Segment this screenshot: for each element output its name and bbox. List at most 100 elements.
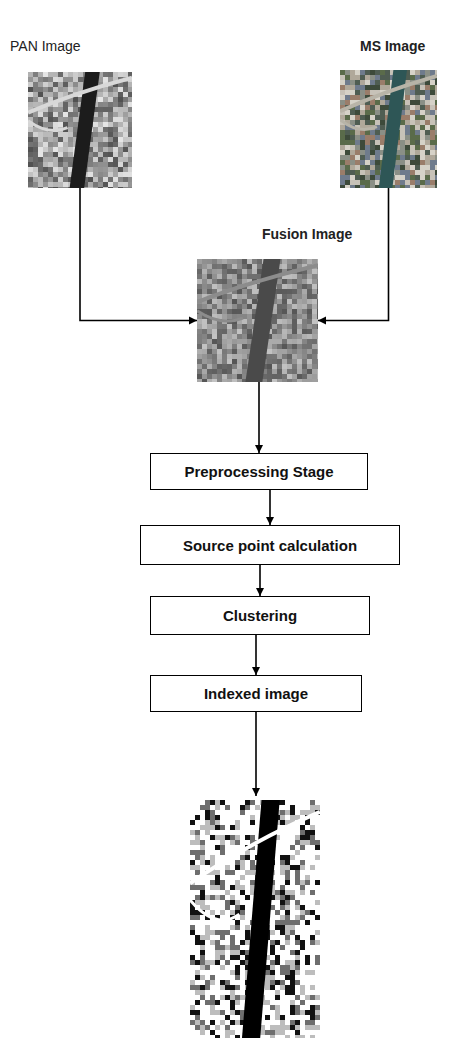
pixel-block bbox=[295, 940, 300, 945]
pixel-block bbox=[300, 915, 305, 920]
pixel-block bbox=[290, 880, 295, 885]
pixel-block bbox=[340, 90, 345, 95]
pixel-block bbox=[220, 835, 225, 840]
pixel-block bbox=[410, 105, 415, 110]
pixel-block bbox=[220, 880, 225, 885]
pixel-block bbox=[340, 85, 345, 90]
pixel-block bbox=[310, 865, 315, 870]
pixel-block bbox=[290, 1000, 295, 1005]
pixel-block bbox=[405, 100, 410, 105]
pixel-block bbox=[63, 87, 68, 92]
pixel-block bbox=[315, 865, 320, 870]
pixel-block bbox=[285, 935, 290, 940]
pixel-block bbox=[275, 1030, 280, 1035]
pixel-block bbox=[28, 132, 33, 137]
pixel-block bbox=[380, 100, 385, 105]
pixel-block bbox=[190, 825, 195, 830]
pixel-block bbox=[58, 117, 63, 122]
pixel-block bbox=[103, 132, 108, 137]
pixel-block bbox=[270, 1025, 275, 1030]
pixel-block bbox=[230, 925, 235, 930]
pixel-block bbox=[315, 985, 320, 990]
pixel-block bbox=[103, 107, 108, 112]
pixel-block bbox=[250, 820, 255, 825]
pixel-block bbox=[235, 985, 240, 990]
pixel-block bbox=[68, 142, 73, 147]
pixel-block bbox=[295, 920, 300, 925]
pixel-block bbox=[235, 990, 240, 995]
pixel-block bbox=[270, 1030, 275, 1035]
pixel-block bbox=[235, 995, 240, 1000]
pixel-block bbox=[310, 965, 315, 970]
pixel-block bbox=[128, 92, 132, 97]
pixel-block bbox=[280, 895, 285, 900]
pixel-block bbox=[200, 1030, 205, 1035]
pixel-block bbox=[280, 905, 285, 910]
pixel-block bbox=[63, 77, 68, 82]
pixel-block bbox=[280, 930, 285, 935]
image-tile: PAN Image bbox=[28, 72, 132, 188]
pixel-block bbox=[270, 1015, 275, 1020]
pixel-block bbox=[190, 820, 195, 825]
pixel-block bbox=[200, 900, 205, 905]
pixel-block bbox=[210, 820, 215, 825]
pixel-block bbox=[375, 105, 380, 110]
pixel-block bbox=[98, 152, 103, 157]
pixel-block bbox=[210, 910, 215, 915]
pixel-block bbox=[280, 820, 285, 825]
pixel-block bbox=[250, 875, 255, 880]
pixel-block bbox=[190, 1025, 195, 1030]
pixel-block bbox=[240, 890, 245, 895]
pixel-block bbox=[315, 1025, 320, 1030]
pixel-block bbox=[300, 885, 305, 890]
pixel-block bbox=[200, 1020, 205, 1025]
pixel-block bbox=[285, 995, 290, 1000]
pixel-block bbox=[295, 910, 300, 915]
pixel-block bbox=[220, 845, 225, 850]
pixel-block bbox=[68, 102, 73, 107]
pixel-block bbox=[220, 960, 225, 965]
pixel-block bbox=[63, 122, 68, 127]
pixel-block bbox=[235, 925, 240, 930]
pixel-block bbox=[230, 975, 235, 980]
pixel-block bbox=[290, 885, 295, 890]
pixel-block bbox=[220, 945, 225, 950]
pixel-block bbox=[315, 855, 320, 860]
pixel-block bbox=[48, 72, 53, 77]
pixel-block bbox=[370, 115, 375, 120]
pixel-block bbox=[108, 127, 113, 132]
pixel-block bbox=[68, 127, 73, 132]
pixel-block bbox=[205, 965, 210, 970]
pixel-block bbox=[220, 870, 225, 875]
pixel-block bbox=[128, 97, 132, 102]
pixel-block bbox=[300, 805, 305, 810]
pixel-block bbox=[33, 132, 38, 137]
pixel-block bbox=[295, 1005, 300, 1010]
pixel-block bbox=[295, 970, 300, 975]
pixel-block bbox=[350, 115, 355, 120]
pixel-block bbox=[280, 840, 285, 845]
pixel-block bbox=[28, 142, 33, 147]
bridge-road bbox=[190, 812, 320, 883]
pixel-block bbox=[215, 975, 220, 980]
pixel-block bbox=[205, 1010, 210, 1015]
pixel-block bbox=[68, 122, 73, 127]
pixel-block bbox=[195, 1010, 200, 1015]
pixel-block bbox=[280, 985, 285, 990]
pixel-block bbox=[118, 112, 123, 117]
pixel-block bbox=[240, 825, 245, 830]
pixel-block bbox=[270, 970, 275, 975]
pixel-block bbox=[275, 910, 280, 915]
pixel-block bbox=[265, 1010, 270, 1015]
pixel-block bbox=[290, 1035, 295, 1040]
pixel-block bbox=[225, 930, 230, 935]
pixel-block bbox=[270, 955, 275, 960]
pixel-block bbox=[310, 1025, 315, 1030]
pixel-block bbox=[220, 925, 225, 930]
pixel-block bbox=[205, 1005, 210, 1010]
pixel-block bbox=[103, 162, 108, 167]
pixel-block bbox=[53, 137, 58, 142]
pixel-block bbox=[210, 825, 215, 830]
pixel-block bbox=[63, 107, 68, 112]
pixel-block bbox=[58, 82, 63, 87]
